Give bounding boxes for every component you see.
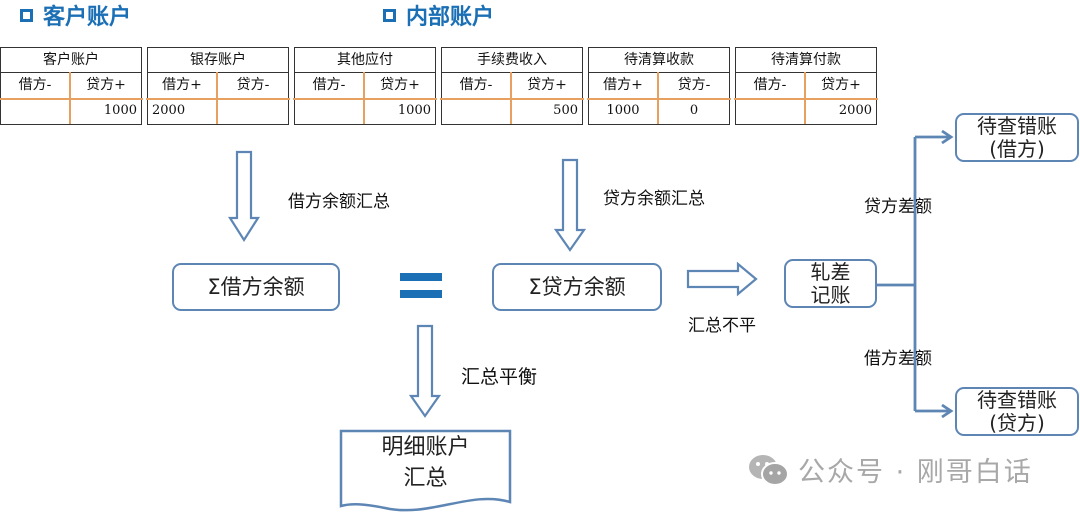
debit-diff-label: 借方差额: [864, 349, 932, 369]
section-title-customer: 客户账户: [20, 0, 131, 30]
wechat-icon: [749, 454, 789, 486]
t-account-body: 借方+ 贷方- 2000: [146, 72, 290, 125]
detail-summary-text: 明细账户 汇总: [341, 433, 510, 495]
debit-total-text: Σ借方余额: [207, 274, 305, 299]
t-account-debit-value: 2000: [152, 103, 186, 118]
t-account-body: 借方+ 贷方- 1000 0: [587, 72, 731, 125]
t-account-name: 客户账户: [0, 47, 142, 73]
t-account-credit-value: 1000: [103, 103, 137, 118]
down-arrow-credit-icon: [553, 158, 587, 252]
t-account-credit-value: 500: [553, 103, 578, 118]
t-account-name: 待清算收款: [588, 47, 730, 73]
arrow-head-top-icon: [941, 129, 954, 145]
t-account: 待清算收款借方+ 贷方- 1000 0: [587, 47, 731, 127]
t-account-debit-header: 借方-: [459, 77, 493, 93]
t-account-divider-horizontal: [587, 98, 731, 100]
t-account-divider-horizontal: [293, 98, 437, 100]
down-arrow-debit-icon: [227, 150, 261, 243]
t-account-divider-vertical: [69, 72, 71, 124]
t-account-credit-header: 贷方-: [677, 77, 711, 93]
t-account-divider-horizontal: [734, 98, 878, 100]
t-account-credit-value: 1000: [397, 103, 431, 118]
netting-line1: 轧差: [810, 259, 851, 284]
t-account: 客户账户借方- 贷方+ 1000: [0, 47, 143, 127]
pending-debit-line2: (借方): [989, 136, 1045, 161]
t-account-divider-horizontal: [146, 98, 290, 100]
t-account-divider-vertical: [510, 72, 512, 124]
t-account-debit-header: 借方-: [18, 77, 52, 93]
t-account-divider-vertical: [804, 72, 806, 124]
unbalanced-label: 汇总不平: [688, 316, 756, 336]
t-account-name: 其他应付: [294, 47, 436, 73]
detail-summary-line2: 汇总: [403, 465, 448, 491]
pending-debit-box: 待查错账 (借方): [955, 113, 1079, 162]
t-account-debit-value: 1000: [606, 103, 640, 118]
t-account-name: 待清算付款: [735, 47, 877, 73]
right-arrow-unbalanced-icon: [686, 261, 758, 297]
pending-credit-box: 待查错账 (贷方): [955, 387, 1079, 436]
debit-summary-label: 借方余额汇总: [288, 192, 390, 212]
t-account-divider-horizontal: [0, 98, 143, 100]
t-account: 手续费收入借方- 贷方+ 500: [440, 47, 584, 127]
t-account-body: 借方- 贷方+ 1000: [293, 72, 437, 125]
t-account: 其他应付借方- 贷方+ 1000: [293, 47, 437, 127]
arrow-head-bottom-icon: [941, 403, 954, 419]
t-account-divider-horizontal: [440, 98, 584, 100]
t-account: 银存账户借方+ 贷方- 2000: [146, 47, 290, 127]
t-account-debit-header: 借方+: [603, 77, 643, 93]
watermark-text: 公众号 · 刚哥白话: [798, 457, 1033, 488]
detail-summary-line1: 明细账户: [381, 435, 470, 460]
section-title-customer-text: 客户账户: [43, 5, 132, 30]
checkbox-square-icon: [20, 8, 33, 22]
pending-debit-line1: 待查错账: [977, 113, 1057, 138]
section-title-internal-text: 内部账户: [406, 5, 495, 30]
t-account-credit-value: 2000: [838, 103, 872, 118]
credit-summary-label: 贷方余额汇总: [603, 189, 705, 209]
watermark: 公众号 · 刚哥白话: [748, 450, 1033, 489]
equals-sign-icon: [400, 273, 442, 298]
section-title-internal: 内部账户: [383, 0, 494, 30]
pending-credit-line1: 待查错账: [977, 387, 1057, 412]
t-account-body: 借方- 贷方+ 1000: [0, 72, 143, 125]
t-account-divider-vertical: [363, 72, 365, 124]
debit-total-box: Σ借方余额: [172, 263, 340, 311]
t-account-name: 手续费收入: [441, 47, 583, 73]
t-account: 待清算付款借方- 贷方+ 2000: [734, 47, 878, 127]
pending-credit-line2: (贷方): [989, 410, 1045, 435]
balanced-label: 汇总平衡: [461, 366, 538, 388]
t-account-credit-header: 贷方+: [527, 77, 567, 93]
credit-diff-label: 贷方差额: [864, 197, 932, 217]
t-account-divider-vertical: [216, 72, 218, 124]
t-account-credit-header: 贷方-: [236, 77, 270, 93]
checkbox-square-icon: [383, 8, 396, 22]
netting-line2: 记账: [810, 282, 851, 307]
t-account-debit-header: 借方-: [753, 77, 787, 93]
t-account-body: 借方- 贷方+ 500: [440, 72, 584, 125]
netting-box: 轧差 记账: [784, 259, 877, 308]
t-account-debit-header: 借方+: [162, 77, 202, 93]
t-account-credit-header: 贷方+: [380, 77, 420, 93]
t-account-body: 借方- 贷方+ 2000: [734, 72, 878, 125]
t-account-credit-header: 贷方+: [821, 77, 861, 93]
t-account-debit-header: 借方-: [312, 77, 346, 93]
document-shape-detail-summary: [339, 429, 512, 512]
t-account-credit-value: 0: [689, 103, 699, 118]
credit-total-text: Σ贷方余额: [528, 274, 626, 299]
credit-total-box: Σ贷方余额: [492, 263, 662, 311]
down-arrow-balanced-icon: [408, 324, 442, 418]
t-account-name: 银存账户: [147, 47, 289, 73]
t-account-credit-header: 贷方+: [86, 77, 126, 93]
t-account-divider-vertical: [657, 72, 659, 124]
